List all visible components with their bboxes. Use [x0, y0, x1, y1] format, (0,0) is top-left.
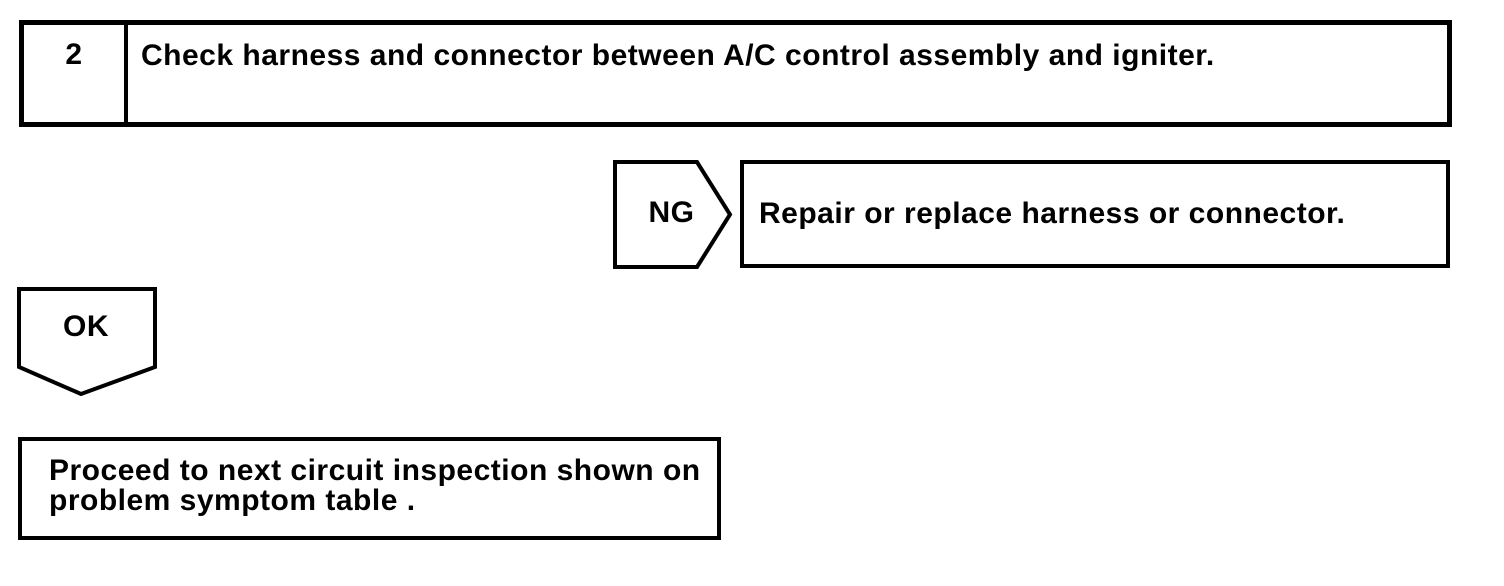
ng-connector-shape [613, 159, 734, 271]
ok-action-line-2: problem symptom table . [49, 484, 416, 517]
ng-action-text: Repair or replace harness or connector. [759, 197, 1346, 230]
ng-label: NG [648, 196, 695, 229]
ok-action-line-1: Proceed to next circuit inspection shown… [49, 454, 701, 487]
ng-pentagon-icon [613, 160, 733, 269]
step-number: 2 [24, 25, 128, 122]
ok-connector-shape [17, 287, 159, 398]
ok-action-box: Proceed to next circuit inspection shown… [18, 437, 721, 540]
step-box: 2 Check harness and connector between A/… [19, 20, 1452, 127]
ok-pentagon-icon [17, 287, 157, 397]
ng-action-box: Repair or replace harness or connector. [740, 160, 1450, 268]
step-instruction: Check harness and connector between A/C … [141, 39, 1215, 72]
ok-label: OK [63, 310, 109, 343]
